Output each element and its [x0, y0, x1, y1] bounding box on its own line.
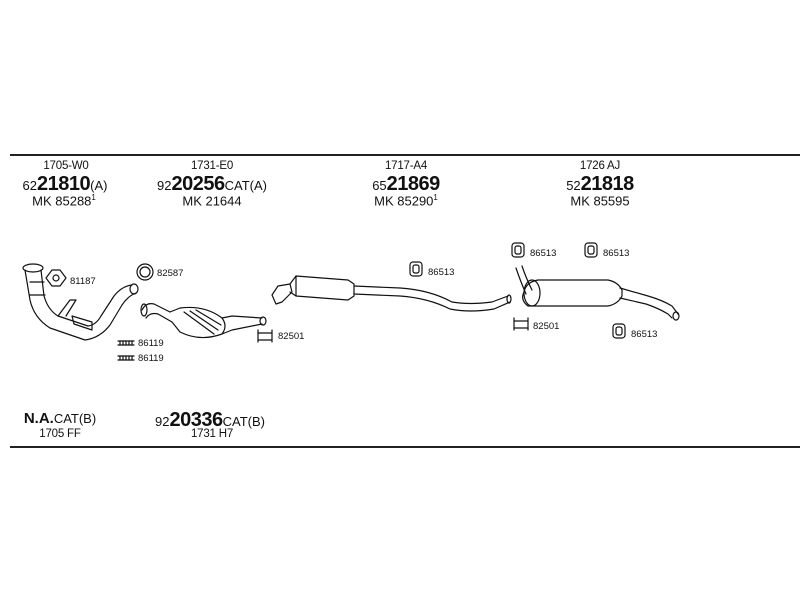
section-3-mk: MK 852901: [356, 193, 456, 209]
bottom-1-pn-main: N.A.: [23, 410, 54, 427]
bottom-2-pn-main: 20336: [169, 409, 223, 431]
section-1-part-number: 6221810(A): [10, 173, 120, 195]
mount-4-icon: [612, 323, 626, 339]
section-4-part-number: 5221818: [540, 173, 660, 195]
mount-3-icon: [584, 242, 598, 258]
front-downpipe: [22, 263, 139, 341]
section-3-mk-text: MK 85290: [374, 193, 434, 209]
clamp-2-icon: [513, 317, 529, 331]
callout-gasket-front: 81187: [70, 276, 96, 287]
section-2-mk: MK 21644: [162, 194, 262, 209]
section-3-pn-main: 21869: [386, 173, 441, 195]
section-2-pn-main: 20256: [171, 173, 225, 195]
section-2-pn-prefix: 92: [157, 178, 172, 193]
bottom-2-part-number: 9220336CAT(B): [140, 409, 280, 431]
bottom-divider: [10, 446, 800, 448]
bottom-2-pn-suffix: CAT(B): [222, 414, 265, 429]
bottom-1-pn-suffix: CAT(B): [53, 411, 97, 426]
mount-1-icon: [409, 261, 423, 277]
callout-bolt-2: 86119: [138, 353, 164, 364]
bottom-1-part-number: N.A.CAT(B): [10, 410, 110, 428]
callout-clamp-1: 82501: [278, 331, 304, 342]
rear-muffler: [515, 265, 680, 321]
callout-clamp-2: 82501: [533, 321, 559, 332]
section-3-part-number: 6521869: [346, 173, 466, 195]
top-divider: [10, 154, 800, 156]
section-2-mk-text: MK 21644: [182, 193, 242, 209]
section-4-mk-text: MK 85595: [570, 193, 630, 209]
section-3-code: 1717-A4: [384, 160, 428, 172]
callout-mount-2: 86513: [530, 248, 556, 259]
section-3-pn-prefix: 65: [372, 178, 387, 193]
ring-icon: [136, 263, 154, 281]
bottom-1-code: 1705 FF: [39, 428, 81, 440]
bottom-2-code: 1731 H7: [190, 428, 234, 440]
catalytic-converter: [140, 303, 267, 339]
mount-2-icon: [511, 242, 525, 258]
section-2-pn-suffix: CAT(A): [224, 178, 267, 193]
callout-mount-1: 86513: [428, 267, 454, 278]
callout-ring: 82587: [157, 268, 183, 279]
section-4-pn-prefix: 52: [566, 178, 581, 193]
section-4-code: 1726 AJ: [579, 160, 621, 172]
section-1-pn-suffix: (A): [90, 178, 108, 193]
section-1-pn-main: 21810: [37, 173, 91, 195]
callout-mount-4: 86513: [631, 329, 657, 340]
section-1-mk-text: MK 85288: [32, 193, 92, 209]
clamp-1-icon: [257, 329, 273, 343]
bolt-1-icon: [117, 340, 135, 346]
section-1-mk-sup: 1: [91, 193, 96, 202]
bottom-2-pn-prefix: 92: [155, 414, 170, 429]
section-4-mk: MK 85595: [550, 194, 650, 209]
section-1-code: 1705-W0: [43, 160, 89, 172]
section-4-pn-main: 21818: [580, 173, 635, 195]
section-3-mk-sup: 1: [433, 193, 438, 202]
center-muffler: [271, 275, 512, 312]
section-2-code: 1731-E0: [190, 160, 234, 172]
callout-bolt-1: 86119: [138, 338, 164, 349]
section-1-mk: MK 852881: [14, 193, 114, 209]
gasket-front-icon: [45, 269, 67, 287]
section-1-pn-prefix: 62: [22, 178, 37, 193]
bolt-2-icon: [117, 355, 135, 361]
section-2-part-number: 9220256CAT(A): [142, 173, 282, 195]
callout-mount-3: 86513: [603, 248, 629, 259]
